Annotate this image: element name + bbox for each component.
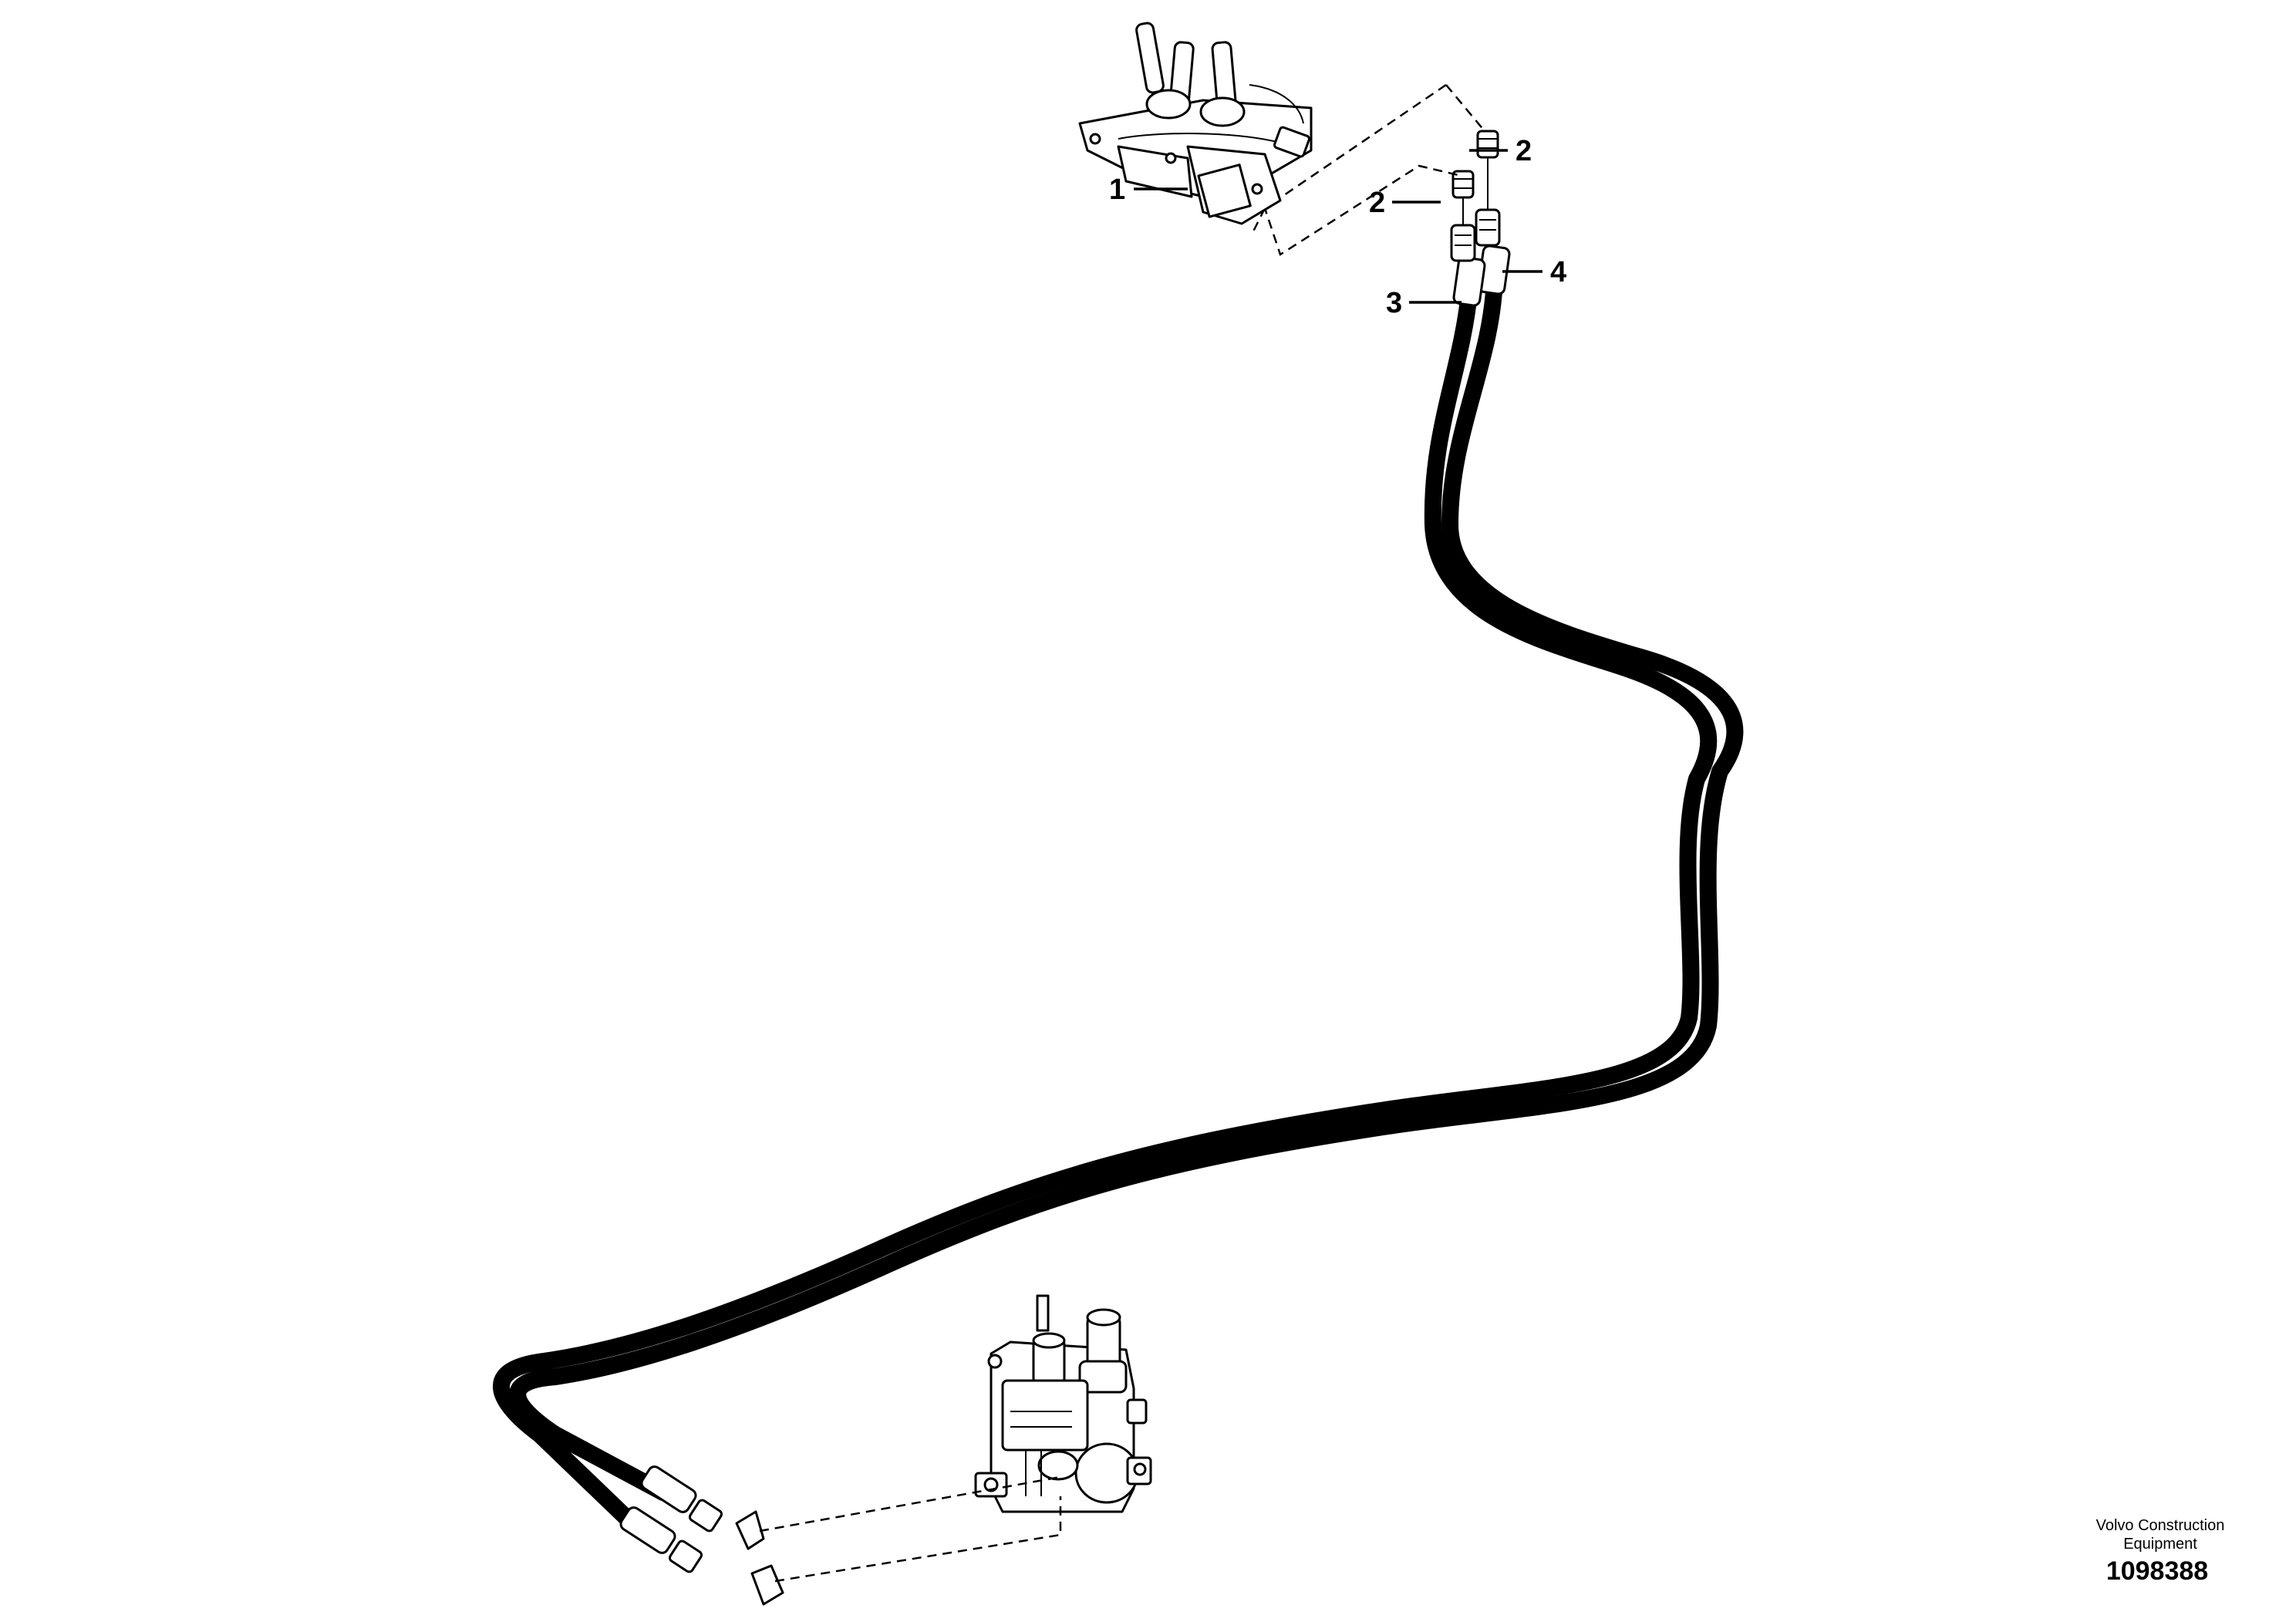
top-hose-fittings <box>1450 158 1511 307</box>
bottom-hose-fittings <box>619 1465 1062 1606</box>
callout-2-upper: 2 <box>1515 135 1532 167</box>
hose-4-fill <box>511 271 1741 1499</box>
callout-4: 4 <box>1550 256 1566 288</box>
callout-2-lower: 2 <box>1369 187 1385 219</box>
brand-name-line1: Volvo Construction <box>2095 1517 2225 1534</box>
callout-leaders <box>1134 149 1542 304</box>
pilot-control-valve <box>1078 22 1313 225</box>
main-control-valve <box>974 1294 1152 1513</box>
brand-name-line2: Equipment <box>2123 1536 2197 1553</box>
hose-assembly <box>493 269 1744 1539</box>
drawing-number: 1098388 <box>2106 1556 2209 1586</box>
brand-name: Volvo Construction Equipment <box>2068 1516 2253 1553</box>
hose-4-outline <box>509 269 1744 1501</box>
callout-1: 1 <box>1109 174 1125 206</box>
callout-3: 3 <box>1386 287 1402 319</box>
callout-labels: 1 2 2 3 4 <box>1109 135 1566 319</box>
adapters <box>1451 130 1499 199</box>
hose-3-fill <box>495 287 1715 1537</box>
